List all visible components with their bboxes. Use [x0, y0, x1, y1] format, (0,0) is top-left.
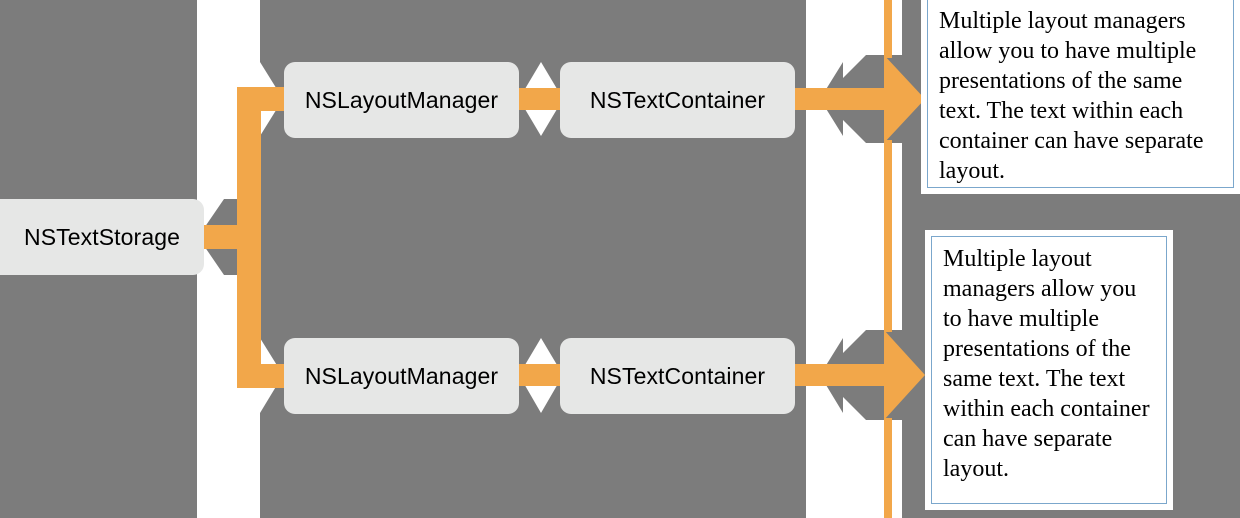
diamond-link-row1-bar: [516, 88, 568, 110]
node-text-container-2-label: NSTextContainer: [589, 362, 766, 389]
arrow-bottom-head: [884, 330, 925, 420]
node-layout-manager-2[interactable]: NSLayoutManager: [284, 338, 519, 414]
node-text-container-1[interactable]: NSTextContainer: [560, 62, 795, 138]
arrow-rail-tail: [884, 418, 892, 518]
arrow-bottom-shaft: [790, 364, 889, 386]
callout-top-text: Multiple layout managers allow you to ha…: [939, 8, 1204, 184]
callout-top: Multiple layout managers allow you to ha…: [921, 0, 1240, 194]
callout-top-frame: Multiple layout managers allow you to ha…: [927, 0, 1234, 188]
arrow-rail-bottom: [884, 140, 892, 332]
arrow-top-shaft: [790, 88, 889, 110]
node-layout-manager-1[interactable]: NSLayoutManager: [284, 62, 519, 138]
connector-spine: [237, 87, 261, 388]
node-layout-manager-2-label: NSLayoutManager: [304, 362, 499, 389]
arrow-rail-top: [884, 0, 892, 58]
white-band-right: [806, 0, 902, 518]
node-layout-manager-1-label: NSLayoutManager: [304, 86, 499, 113]
node-text-container-1-label: NSTextContainer: [589, 86, 766, 113]
node-text-storage-label: NSTextStorage: [24, 223, 180, 250]
arrow-top-head: [884, 55, 925, 143]
node-text-storage[interactable]: NSTextStorage: [0, 199, 204, 275]
callout-bottom-frame: Multiple layout managers allow you to ha…: [931, 236, 1167, 504]
node-text-container-2[interactable]: NSTextContainer: [560, 338, 795, 414]
white-band-left: [197, 0, 283, 518]
diamond-link-row2-bar: [516, 364, 568, 386]
callout-bottom: Multiple layout managers allow you to ha…: [925, 230, 1173, 510]
callout-bottom-text: Multiple layout managers allow you to ha…: [943, 246, 1150, 482]
